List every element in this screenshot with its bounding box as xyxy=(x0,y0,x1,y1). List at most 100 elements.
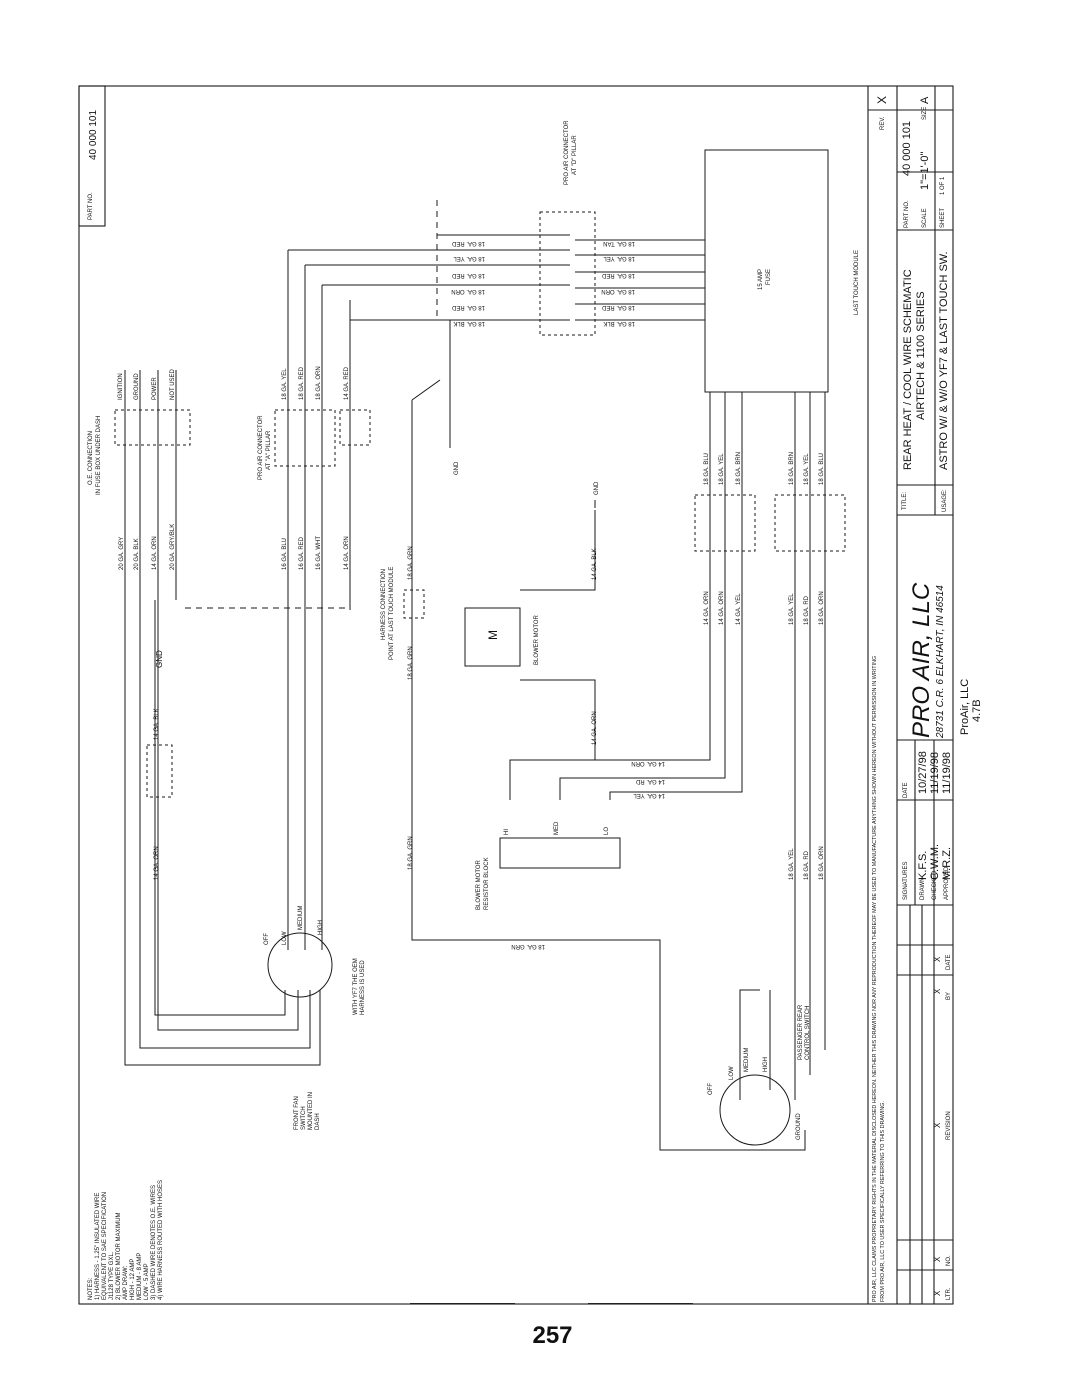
sig-header: SIGNATURES xyxy=(903,861,909,900)
part-no-2: 40 000 101 xyxy=(901,121,913,176)
sheet-value: 1 OF 1 xyxy=(940,176,946,195)
last-touch-label: LAST TOUCH MODULE xyxy=(854,250,860,315)
gnd-label-3: GND xyxy=(454,461,460,475)
rev-mark-1: X xyxy=(933,1290,942,1296)
rev-col-no: NO. xyxy=(946,1255,952,1266)
ground-term-label: GROUND xyxy=(796,1113,802,1140)
part-no-label: PART NO. xyxy=(88,192,94,220)
title-line2: AIRTECH & 1100 SERIES xyxy=(915,291,927,420)
checked-by: C.W.M. xyxy=(929,844,941,880)
wire-label-d-right: 18 GA. RED xyxy=(601,304,635,310)
high-label-2: HIGH xyxy=(763,1057,769,1072)
ignition-label: IGNITION xyxy=(118,373,124,400)
wire-label-rear: 18 GA. RD xyxy=(804,850,810,880)
motor-symbol: M xyxy=(486,630,500,640)
approved-date: 11/19/98 xyxy=(941,752,953,794)
rev-label: REV. xyxy=(880,116,886,130)
front-fan-label: SWITCH xyxy=(301,1106,307,1130)
approved-by: M.R.Z. xyxy=(941,847,953,880)
gnd-label-1: GND xyxy=(155,650,164,668)
rev-mark-3: X xyxy=(933,1122,942,1128)
note-line: 4) WIRE HARNESS ROUTED WITH HOSES xyxy=(158,1180,164,1300)
rev-col-date: DATE xyxy=(946,954,952,970)
wire-label-blower-ret: 14 GA. ORN xyxy=(592,711,598,745)
page-number: 257 xyxy=(532,1322,573,1349)
wire-label-module: 18 GA. BLU xyxy=(819,453,825,485)
wire-label-oe-pillar: 16 GA. BLU xyxy=(282,538,288,570)
wire-label-d-right: 18 GA. YEL xyxy=(603,255,635,261)
drawn-label: DRAWN xyxy=(920,878,926,900)
wire-label-module: 18 GA. BRN xyxy=(789,452,795,485)
rev-col-ltr: LTR. xyxy=(946,1287,952,1300)
yf7-note: WITH YF7 THE OEM xyxy=(353,958,359,1015)
a-pillar-label-2: AT "A" PILLAR xyxy=(266,430,272,470)
blower-motor-label: BLOWER MOTOR xyxy=(534,614,540,665)
wire-label-oe: 20 GA. GRY/BLK xyxy=(170,524,176,570)
resistor-label-2: RESISTOR BLOCK xyxy=(484,857,490,910)
wire-label-d-right: 18 GA. RED xyxy=(601,272,635,278)
note-line: 2) BLOWER MOTOR MAXIMUM xyxy=(116,1212,122,1300)
off-label-1: OFF xyxy=(264,933,270,945)
power-label: POWER xyxy=(152,377,158,400)
size-value: A xyxy=(919,96,931,104)
d-pillar-label-2: AT "D" PILLAR xyxy=(572,135,578,175)
wire-label-fan-blk: 14 GA. BLK xyxy=(154,708,160,740)
footer-company: ProAir, LLC xyxy=(959,679,971,735)
sheet-label: SHEET xyxy=(940,208,946,228)
fuse-label-2: FUSE xyxy=(766,269,772,285)
wire-label-d-left: 18 GA. RED xyxy=(451,240,485,246)
note-line: MEDIUM - 8 AMP xyxy=(137,1253,143,1300)
rev-col-by: BY xyxy=(946,992,952,1000)
wire-label-pillar-a: 18 GA. RED xyxy=(299,366,305,400)
wire-label-oe-pillar: 14 GA. ORN xyxy=(344,536,350,570)
footer-model: 4.7B xyxy=(971,699,983,722)
wire-label-pillar-a: 14 GA. RED xyxy=(344,366,350,400)
wire-label-d-left: 18 GA. YEL xyxy=(453,255,485,261)
page-rule-right xyxy=(588,1303,693,1304)
company-address: 28731 C.R. 6 ELKHART, IN 46514 xyxy=(935,585,946,739)
wire-label-harness-grn: 18 GA. GRN xyxy=(408,546,414,580)
wire-label-module: 18 GA. BRN xyxy=(736,452,742,485)
note-line: 3) DASHED WIRE DENOTES O.E. WIRES xyxy=(151,1185,157,1300)
d-pillar-label: PRO AIR CONNECTOR xyxy=(564,120,570,185)
scale-label: SCALE xyxy=(922,208,928,228)
wire-label-d-left: 18 GA. ORN xyxy=(451,288,485,294)
yf7-note: HARNESS IS USED xyxy=(360,960,366,1015)
wire-label-harness-grn-3: 18 GA. GRN xyxy=(408,836,414,870)
drawn-date: 10/27/98 xyxy=(917,751,929,794)
wire-label-d-right: 18 GA. BLK xyxy=(603,320,635,326)
fuse-label: 15 AMP xyxy=(758,269,764,290)
front-fan-label: FRONT FAN xyxy=(294,1096,300,1130)
wire-label-lower: 14 GA. YEL xyxy=(736,593,742,625)
front-fan-label: DASH xyxy=(315,1113,321,1130)
page-rule-left xyxy=(410,1303,515,1304)
wire-label-harness-grn-2: 18 GA. GRN xyxy=(408,646,414,680)
usage-value: ASTRO W/ & W/O YF7 & LAST TOUCH SW. xyxy=(938,251,950,470)
notes: NOTES:1) HARNESS - 1.25" INSULATED WIRE … xyxy=(88,1180,164,1300)
wire-label-lower: 18 GA. ORN xyxy=(819,591,825,625)
wire-label-lower: 14 GA. ORN xyxy=(719,591,725,625)
part-no: 40 000 101 xyxy=(88,110,99,160)
wire-label-lower: 18 GA. YEL xyxy=(789,593,795,625)
note-line: J1128 TYPE GXL. xyxy=(109,1251,115,1300)
wire-label-module: 18 GA. YEL xyxy=(804,453,810,485)
rev-value: X xyxy=(875,96,889,104)
disclaimer-2: FROM PRO AIR, LLC TO USER SPECIFICALLY R… xyxy=(880,1101,886,1302)
hi-label: HI xyxy=(504,829,510,835)
wire-label-harness-grn-4: 18 GA. GRN xyxy=(511,943,545,949)
title-block: PART NO. 40 000 101 REV. X PART NO. 40 0… xyxy=(88,96,983,1302)
medium-label-2: MEDIUM xyxy=(744,1048,750,1072)
wire-label-fan-orn: 14 GA. ORN xyxy=(154,846,160,880)
ground-label: GROUND xyxy=(134,373,140,400)
wire-label-lower: 14 GA. ORN xyxy=(704,591,710,625)
a-pillar-label: PRO AIR CONNECTOR xyxy=(258,415,264,480)
wire-label-module: 18 GA. BLU xyxy=(704,453,710,485)
harness-conn-label: HARNESS CONNECTION xyxy=(381,569,387,640)
note-line: EQUIVALENT TO SAE SPECIFICATION xyxy=(102,1192,108,1300)
note-line: LOW - 5 AMP xyxy=(144,1263,150,1300)
note-line: AMP DRAW: xyxy=(123,1265,129,1300)
oe-connection-label: O.E. CONNECTION xyxy=(88,431,94,485)
wire-label-oe: 20 GA. BLK xyxy=(134,538,140,570)
rev-mark-5: X xyxy=(933,956,942,962)
